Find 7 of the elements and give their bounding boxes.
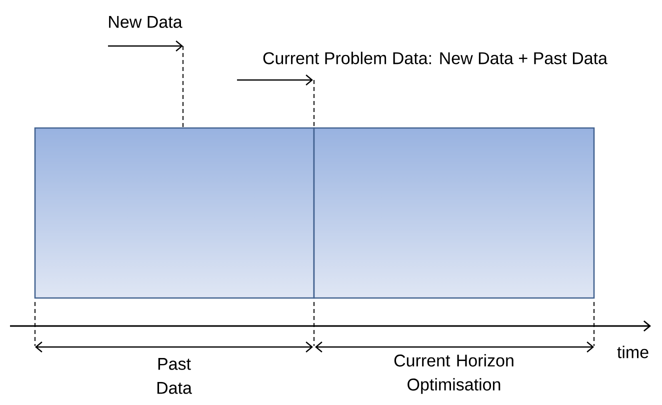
timeline-block [34, 127, 315, 299]
dimension-label: Past Data [157, 358, 192, 394]
dimension-label: Current Horizon Optimisation [394, 354, 514, 394]
timeline-block [313, 127, 595, 299]
annotation-text: New Data [109, 16, 182, 28]
annotation-text: Current Problem Data: New Data + Past Data [263, 52, 608, 64]
axis-label: time [617, 346, 648, 358]
